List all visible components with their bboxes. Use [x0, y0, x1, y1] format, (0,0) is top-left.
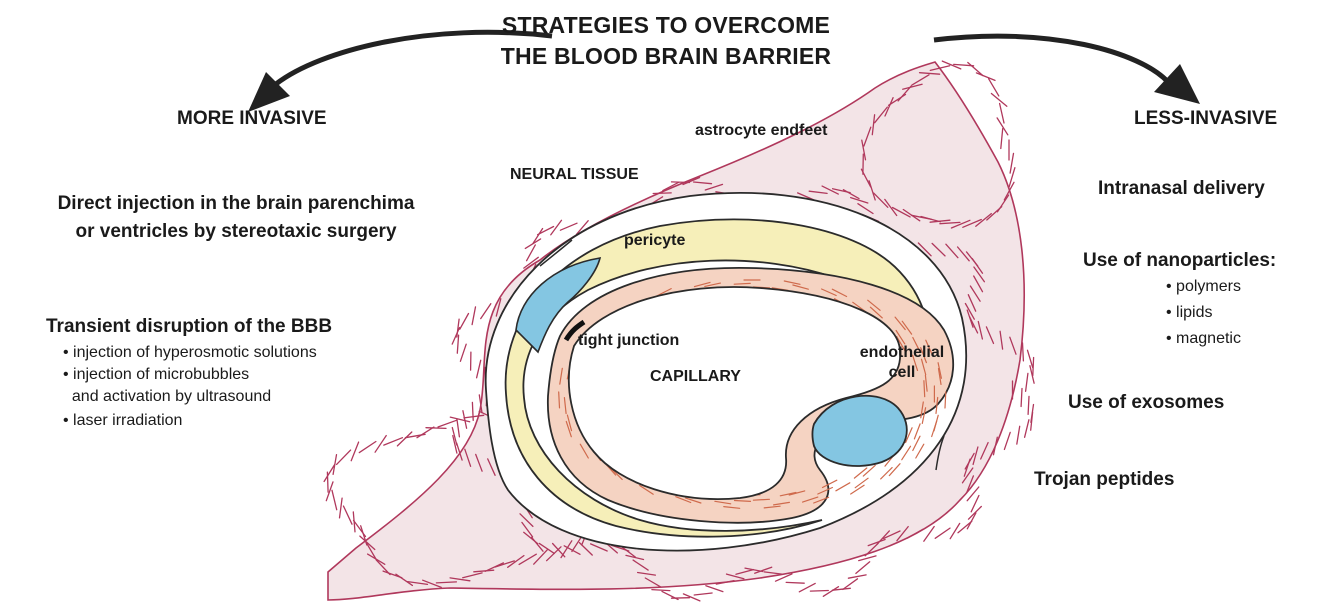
astrocyte-hatch: [438, 420, 457, 427]
astrocyte-hatch: [1004, 432, 1010, 449]
astrocyte-hatch: [810, 591, 828, 592]
astrocyte-hatch: [1017, 426, 1020, 444]
nanoparticles-item-2: • lipids: [1166, 302, 1213, 324]
arrow-right-head: [1154, 64, 1200, 104]
astrocyte-hatch: [1021, 389, 1022, 407]
astrocyte-hatch: [1000, 104, 1004, 124]
astrocyte-hatch: [1026, 373, 1028, 391]
astrocyte-hatch: [457, 419, 460, 437]
endothelial-hatch: [945, 392, 946, 408]
astrocyte-hatch: [1010, 153, 1013, 173]
arrow-right: [934, 36, 1168, 82]
less-invasive-heading: LESS-INVASIVE: [1134, 108, 1277, 130]
astrocyte-hatch: [786, 582, 804, 583]
astrocyte-hatch: [652, 590, 670, 591]
astrocyte-hatch: [823, 587, 838, 597]
title-line-2: THE BLOOD BRAIN BARRIER: [466, 41, 866, 72]
endothelial-hatch: [734, 283, 750, 284]
exosomes-text: Use of exosomes: [1068, 392, 1224, 414]
astrocyte-hatch: [1001, 129, 1003, 149]
direct-injection-text: Direct injection in the brain parenchima…: [2, 190, 470, 246]
astrocyte-hatch: [351, 442, 358, 461]
endothelial-label-line-1: endothelial: [846, 343, 958, 363]
direct-injection-line-1: Direct injection in the brain parenchima: [2, 190, 470, 218]
astrocyte-hatch: [481, 304, 491, 319]
diagram-title: STRATEGIES TO OVERCOME THE BLOOD BRAIN B…: [466, 10, 866, 72]
endothelial-hatch: [924, 381, 925, 397]
neural-tissue-label: NEURAL TISSUE: [510, 166, 639, 184]
tight-junction-label: tight junction: [578, 332, 679, 350]
astrocyte-hatch: [968, 63, 983, 76]
astrocyte-hatch: [344, 506, 353, 524]
pericyte-label: pericyte: [624, 232, 685, 250]
disruption-item-2: • injection of microbubbles: [63, 364, 249, 386]
astrocyte-hatch: [337, 450, 351, 464]
astrocyte-hatch: [463, 411, 467, 429]
astrocyte-hatch: [375, 436, 386, 453]
astrocyte-hatch: [426, 428, 446, 429]
astrocyte-hatch: [359, 442, 376, 453]
astrocyte-hatch: [472, 307, 475, 325]
disruption-heading: Transient disruption of the BBB: [46, 316, 332, 338]
astrocyte-hatch: [969, 507, 982, 520]
astrocyte-hatch: [950, 523, 960, 538]
astrocyte-hatch: [848, 575, 866, 578]
disruption-item-1: • injection of hyperosmotic solutions: [63, 342, 317, 364]
more-invasive-heading: MORE INVASIVE: [177, 108, 327, 130]
astrocyte-hatch: [1028, 396, 1029, 414]
astrocyte-hatch: [477, 360, 481, 378]
nanoparticles-item-1: • polymers: [1166, 276, 1241, 298]
astrocyte-hatch: [662, 591, 678, 599]
astrocyte-hatch: [560, 223, 577, 230]
astrocyte-hatch: [457, 335, 458, 353]
astrocyte-hatch: [332, 490, 337, 509]
endothelial-label-line-2: cell: [846, 363, 958, 383]
disruption-item-3: and activation by ultrasound: [63, 386, 271, 408]
astrocyte-hatch: [935, 528, 950, 538]
astrocyte-hatch: [1023, 343, 1024, 361]
astrocyte-hatch: [1028, 350, 1033, 367]
astrocyte-hatch: [976, 73, 995, 81]
nanoparticles-heading: Use of nanoparticles:: [1083, 250, 1276, 272]
astrocyte-hatch: [706, 586, 723, 592]
direct-injection-line-2: or ventricles by stereotaxic surgery: [2, 218, 470, 246]
astrocyte-hatch: [694, 593, 712, 595]
endothelial-hatch: [559, 392, 560, 408]
astrocyte-hatch: [1033, 358, 1034, 376]
intranasal-text: Intranasal delivery: [1098, 178, 1265, 200]
nanoparticles-item-3: • magnetic: [1166, 328, 1241, 350]
astrocyte-hatch: [340, 498, 343, 518]
astrocyte-hatch: [460, 314, 469, 330]
astrocyte-hatch: [1025, 420, 1029, 438]
astrocyte-hatch: [417, 427, 434, 438]
astrocyte-label: astrocyte endfeet: [695, 122, 828, 140]
capillary-label: CAPILLARY: [650, 368, 741, 386]
endothelial-label: endothelial cell: [846, 343, 958, 383]
astrocyte-hatch: [989, 79, 999, 96]
astrocyte-hatch: [460, 344, 466, 361]
title-line-1: STRATEGIES TO OVERCOME: [466, 10, 866, 41]
astrocyte-hatch: [653, 193, 671, 194]
disruption-item-4: • laser irradiation: [63, 410, 182, 432]
astrocyte-hatch: [472, 402, 473, 420]
trojan-text: Trojan peptides: [1034, 469, 1174, 491]
astrocyte-hatch: [856, 562, 870, 574]
astrocyte-hatch: [353, 512, 355, 532]
